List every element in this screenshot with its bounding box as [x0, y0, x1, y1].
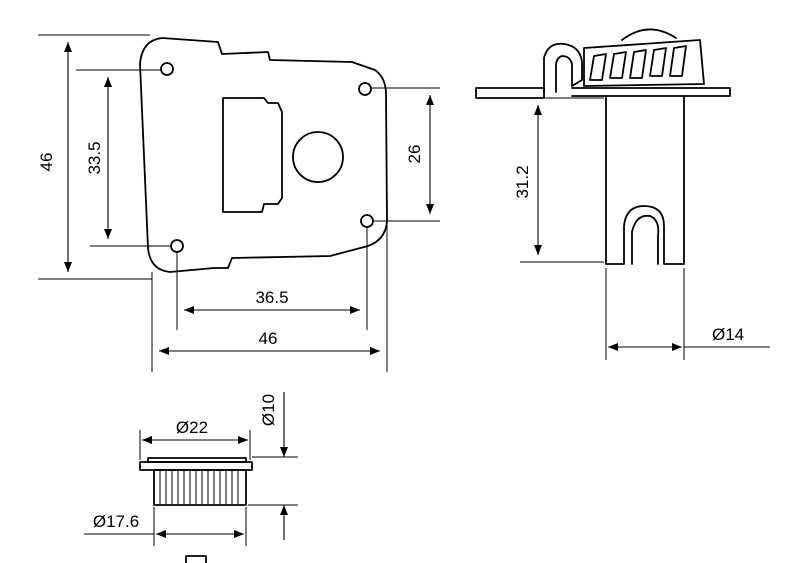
cropped-fragment: [185, 555, 207, 563]
plate-height-label: 46: [37, 153, 56, 172]
horizontal-hole-spacing-label: 36.5: [255, 288, 288, 307]
center-hole: [292, 131, 344, 183]
latch-window: [222, 97, 283, 213]
mount-hole-top-right: [358, 82, 372, 96]
left-hole-spacing-label: 33.5: [85, 141, 104, 174]
side-knob-housing: [583, 39, 705, 87]
knob-shaft-diameter-label: Ø10: [259, 394, 278, 426]
side-flange: [475, 87, 545, 99]
plate-outline: [139, 37, 388, 273]
plate-width-label: 46: [259, 329, 278, 348]
side-diameter-label: Ø14: [712, 325, 744, 344]
front-view: 46 33.5 26 36.5 46: [37, 34, 440, 372]
knob-body: [153, 469, 247, 506]
knob-cap: [139, 461, 253, 471]
knob-outer-diameter-label: Ø22: [176, 418, 208, 437]
knob-inner-diameter-label: Ø17.6: [93, 512, 139, 531]
side-height-label: 31.2: [513, 165, 532, 198]
right-hole-spacing-label: 26: [405, 145, 424, 164]
mount-hole-bottom-left: [170, 239, 184, 253]
mount-hole-top-left: [160, 62, 174, 76]
mount-hole-bottom-right: [360, 214, 374, 228]
side-body: [605, 95, 685, 265]
side-view: 31.2 Ø14: [475, 28, 770, 360]
side-hinge: [543, 42, 583, 93]
knob-view: Ø22 Ø10 Ø17.6: [84, 392, 298, 563]
